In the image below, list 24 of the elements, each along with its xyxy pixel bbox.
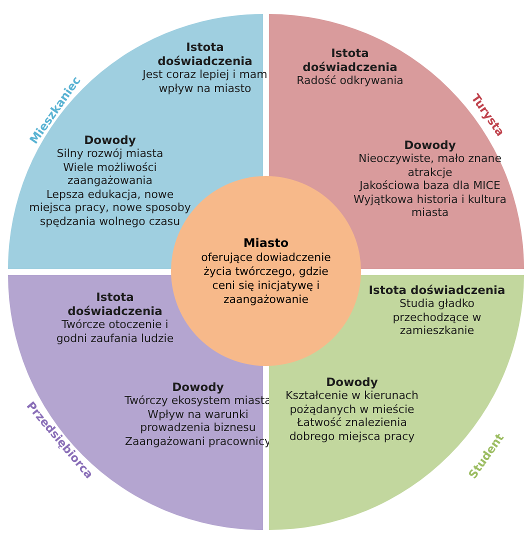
list-item: Wyjątkowa historia i kultura miasta	[352, 192, 508, 220]
section-heading: Istota doświadczenia	[156, 40, 254, 68]
list-item: Jakościowa baza dla MICE	[360, 179, 500, 192]
center-title: Miasto	[243, 236, 289, 250]
list-item: Silny rozwój miasta	[56, 147, 164, 160]
list-item: Wiele możliwości zaangażowania	[62, 160, 158, 188]
list-item: Lepsza edukacja, nowe miejsca pracy, nowe sposoby spędzania wolnego czasu	[28, 188, 192, 228]
list-item: Wpływ na warunki prowadzenia biznesu	[139, 408, 257, 434]
section-heading: Dowody	[172, 380, 224, 394]
body-text: Jest coraz lepiej i mam wpływ na miasto	[141, 68, 268, 95]
section-heading: Dowody	[326, 375, 378, 389]
body-text: Radość odkrywania	[296, 74, 404, 88]
body-text: Twórcze otoczenie i godni zaufania ludzie	[55, 318, 175, 345]
section-heading: Dowody	[404, 138, 456, 152]
section-heading: Dowody	[84, 133, 136, 147]
center-text: oferujące dowiadczenie życia twórczego, gdzie ceni się inicjatywę i zaangażowanie	[200, 250, 332, 306]
section-heading: Istota doświadczenia	[368, 283, 506, 297]
list-item: Kształcenie w kierunach pożądanych w mieście	[284, 389, 420, 416]
body-text: Studia gładko przechodzące w zamieszkanie	[392, 297, 482, 338]
section-heading: Istota doświadczenia	[302, 46, 398, 74]
list-item: Zaangażowani pracownicy	[124, 434, 272, 448]
section-heading: Istota doświadczenia	[66, 290, 164, 318]
list-item: Nieoczywiste, mało znane atrakcje	[357, 152, 502, 179]
list-item: Łatwość znalezienia dobrego miejsca pracy	[288, 416, 416, 443]
